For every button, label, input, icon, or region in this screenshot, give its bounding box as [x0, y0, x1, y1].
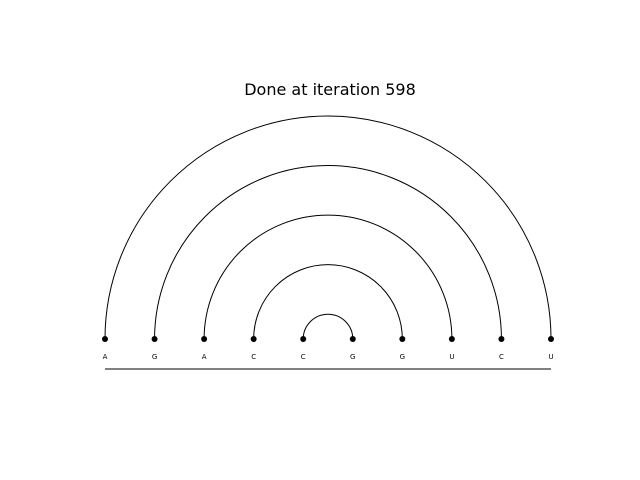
nucleotide-label: U [548, 353, 553, 361]
nucleotide-dot [201, 336, 208, 342]
base-pair-arc [203, 214, 453, 340]
nucleotide-dot [250, 336, 257, 342]
nucleotide-dot [548, 336, 554, 342]
nucleotide-label: C [499, 353, 504, 361]
base-pair-arc [104, 115, 552, 340]
nucleotide-label: G [350, 353, 355, 361]
nucleotide-dot [300, 336, 307, 342]
nucleotide-label: A [202, 353, 207, 361]
nucleotide-label: G [152, 353, 157, 361]
nucleotide-label: C [301, 353, 306, 361]
base-pair-arcs [104, 115, 552, 340]
nucleotide-label: U [449, 353, 454, 361]
nucleotide-label: G [400, 353, 405, 361]
nucleotide-nodes [102, 336, 554, 342]
nucleotide-dot [349, 336, 356, 342]
nucleotide-dot [498, 336, 505, 342]
base-pair-arc [253, 264, 403, 340]
base-pair-arc [154, 165, 502, 340]
nucleotide-dot [102, 336, 108, 342]
nucleotide-label: A [103, 353, 108, 361]
base-pair-arc [302, 313, 354, 340]
diagram-title: Done at iteration 598 [244, 80, 416, 99]
nucleotide-dot [151, 336, 158, 342]
nucleotide-dot [399, 336, 406, 342]
nucleotide-label: C [251, 353, 256, 361]
nucleotide-dot [448, 336, 455, 342]
